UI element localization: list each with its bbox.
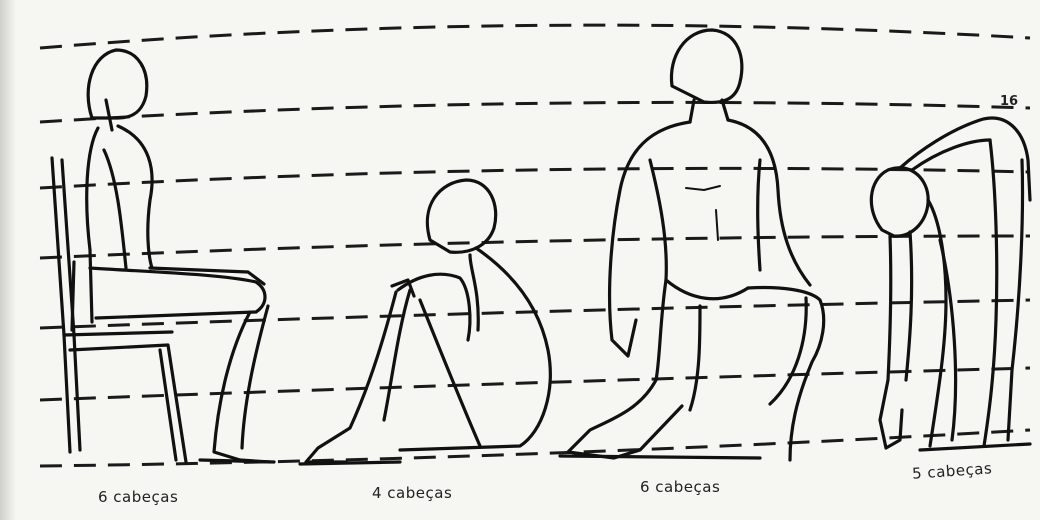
figure-caption: 6 cabeças [640,478,721,496]
guide-line [39,428,1031,468]
guide-line [39,100,1031,124]
bending-figure [869,116,1032,452]
guide-line [39,298,1031,330]
guide-line [39,23,1031,50]
page-number: 16 [1000,94,1019,109]
figure-caption: 4 cabeças [372,484,453,502]
guide-line [39,234,1031,260]
crouching-figure [298,178,552,466]
kneeling-figure [558,28,826,462]
guide-line [39,166,1031,190]
page-gutter-shadow [0,0,16,520]
guide-line [39,366,1031,402]
seated-figure [50,48,276,464]
figure-caption: 6 cabeças [98,488,179,506]
